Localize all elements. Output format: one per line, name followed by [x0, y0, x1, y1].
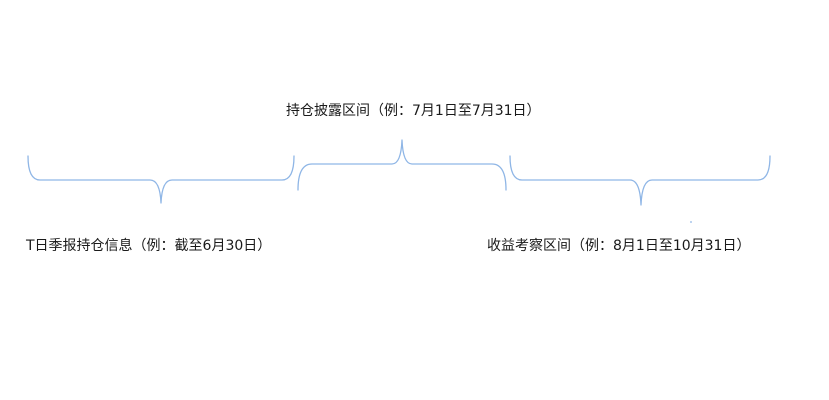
return-period-brace [509, 155, 771, 206]
return-period-label: 收益考察区间（例：8月1日至10月31日） [487, 238, 751, 254]
disclosure-period-label: 持仓披露区间（例：7月1日至7月31日） [286, 103, 541, 119]
quarterly-holdings-label: T日季报持仓信息（例：截至6月30日） [26, 238, 272, 254]
quarterly-holdings-brace [27, 155, 295, 204]
stray-dot [690, 221, 692, 223]
disclosure-period-brace [297, 139, 507, 191]
